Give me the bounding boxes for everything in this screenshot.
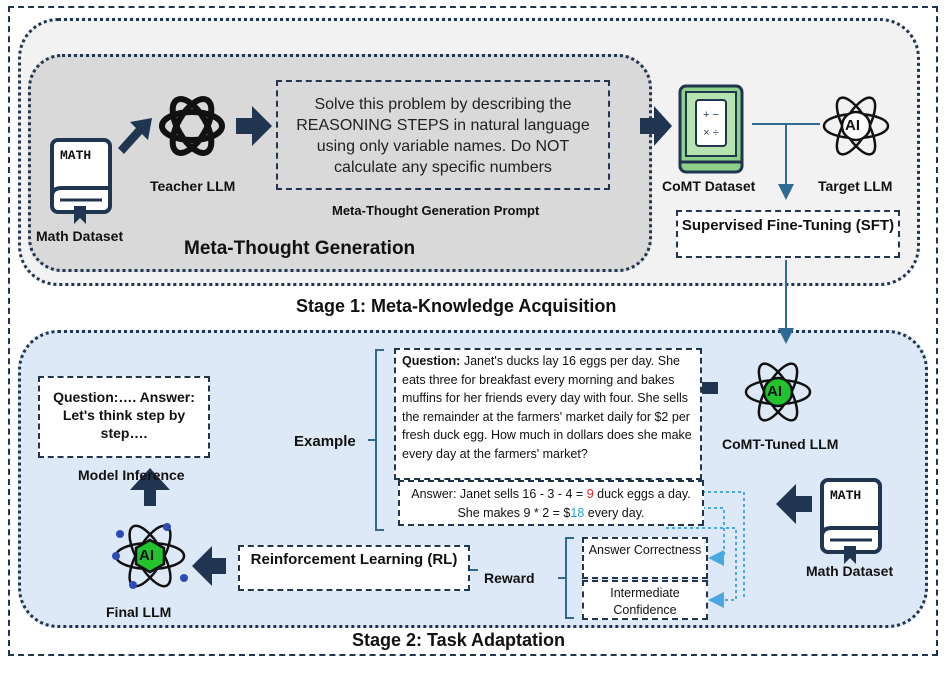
stage2-title: Stage 2: Task Adaptation <box>352 630 566 650</box>
comt-tuned-llm-icon <box>744 362 812 422</box>
book-math-text-2: MATH <box>830 488 862 503</box>
stage1-title: Stage 1: Meta-Knowledge Acquisition <box>296 296 617 316</box>
answer-part1: Answer: Janet sells 16 - 3 - 4 = <box>411 487 587 501</box>
arrow-rl-to-final <box>192 546 226 586</box>
book-math-text-1: MATH <box>60 148 92 163</box>
sft-box: Supervised Fine-Tuning (SFT) <box>676 210 900 258</box>
arrow-prompt-to-comt <box>640 106 672 146</box>
svg-text:× ÷: × ÷ <box>703 127 719 139</box>
reward-item-correctness: Answer Correctness <box>582 537 708 579</box>
target-ai-text: AI <box>845 117 860 134</box>
prompt-caption: Meta-Thought Generation Prompt <box>332 203 540 218</box>
math-book-icon-2 <box>820 478 882 564</box>
target-llm-label: Target LLM <box>818 178 893 194</box>
model-inference-label: Model Inference <box>78 467 185 483</box>
target-llm-icon <box>822 96 890 156</box>
reward-item-confidence: Intermediate Confidence <box>582 580 708 620</box>
math-book-icon-1 <box>50 138 112 224</box>
arrow-teacher-to-prompt <box>236 106 272 146</box>
question-prefix: Question: <box>402 354 461 368</box>
comt-tuned-label: CoMT-Tuned LLM <box>722 436 839 452</box>
final-ai-text: AI <box>139 547 154 564</box>
example-question-box: Question: Janet's ducks lay 16 eggs per … <box>394 348 702 480</box>
arrow-mathdataset-to-answer <box>776 484 812 524</box>
reward-label: Reward <box>484 570 535 586</box>
answer-part3: every day. <box>584 506 645 520</box>
rl-box: Reinforcement Learning (RL) <box>238 545 470 591</box>
dotted-answer-to-correctness <box>702 507 725 566</box>
generation-panel <box>28 54 652 272</box>
svg-text:+ −: + − <box>703 109 719 121</box>
comt-book-icon: + − × ÷ <box>678 84 744 174</box>
reward-bracket <box>558 537 574 619</box>
arrow-final-to-inference <box>130 468 170 506</box>
example-label: Example <box>294 433 356 450</box>
math-dataset-label-1: Math Dataset <box>36 228 124 244</box>
generation-title: Meta-Thought Generation <box>184 238 416 259</box>
tuned-ai-text: AI <box>767 383 782 400</box>
final-llm-label: Final LLM <box>106 604 172 620</box>
answer-part2: duck eggs a day. She makes 9 * 2 = $ <box>457 487 691 520</box>
final-llm-icon <box>112 523 188 589</box>
arrow-dataset-to-teacher <box>118 118 152 154</box>
dotted-answer-to-confidence <box>665 522 737 608</box>
math-dataset-label-2: Math Dataset <box>806 563 894 579</box>
question-text: Janet's ducks lay 16 eggs per day. She e… <box>402 354 692 461</box>
teacher-llm-label: Teacher LLM <box>150 178 236 194</box>
dotted-top <box>702 491 745 600</box>
answer-highlight-red: 9 <box>586 487 594 501</box>
outer-frame <box>8 6 938 656</box>
teacher-llm-icon <box>159 96 225 156</box>
comt-dataset-label: CoMT Dataset <box>662 178 756 194</box>
model-inference-box: Question:…. Answer: Let's think step by … <box>38 376 210 458</box>
answer-highlight-blue: 18 <box>570 506 585 520</box>
example-bracket <box>368 349 384 531</box>
meta-thought-prompt-box: Solve this problem by describing the REA… <box>276 80 610 190</box>
example-answer-box: Answer: Janet sells 16 - 3 - 4 = 9 duck … <box>398 480 704 526</box>
